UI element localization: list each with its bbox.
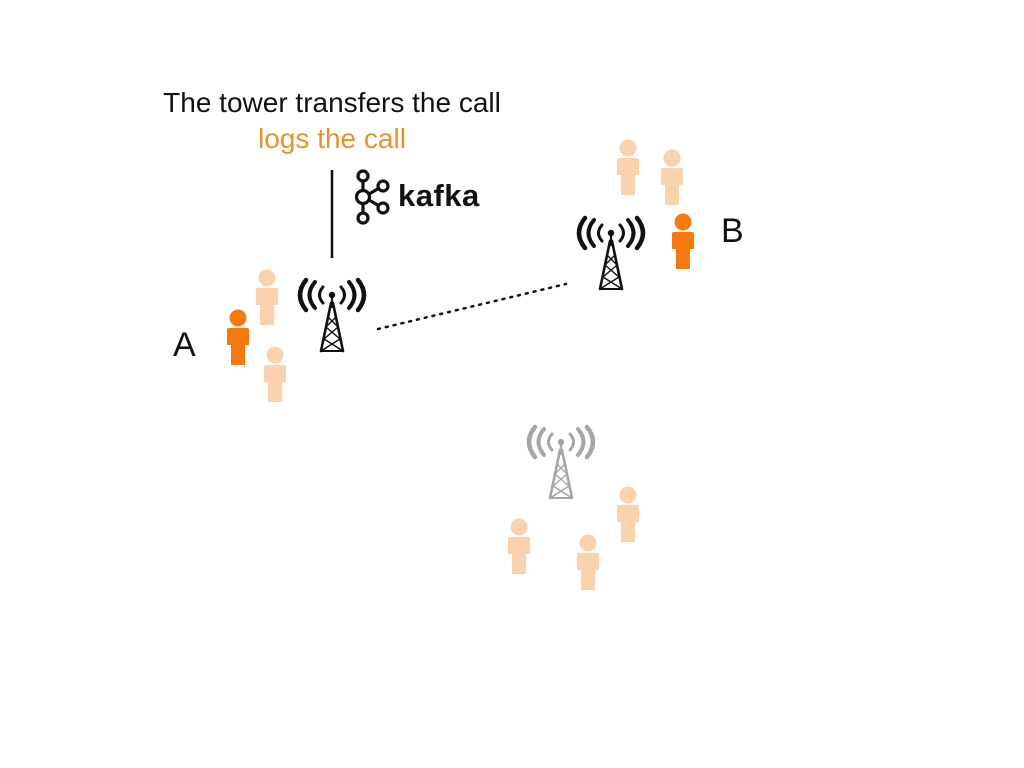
person-icon-caller-b [672,213,694,269]
person-icon-near-a-1 [256,269,278,325]
cell-tower-icon-a [297,277,367,353]
kafka-logo-icon [354,169,390,225]
caption-line-2: logs the call [258,123,406,154]
caption-line-1: The tower transfers the call [163,87,501,118]
person-icon-idle-3 [577,534,599,590]
person-icon-caller-a [227,309,249,365]
person-icon-idle-2 [508,518,530,574]
cell-tower-icon-b [576,215,646,291]
label-a: A [173,326,196,364]
person-icon-near-a-2 [264,346,286,402]
kafka-wordmark: kafka [398,178,480,213]
person-icon-near-b-2 [661,149,683,205]
person-icon-idle-1 [617,486,639,542]
person-icon-near-b-1 [617,139,639,195]
cell-tower-icon-idle [526,424,596,500]
label-b: B [721,212,744,250]
call-link-dotted-line [376,282,568,331]
